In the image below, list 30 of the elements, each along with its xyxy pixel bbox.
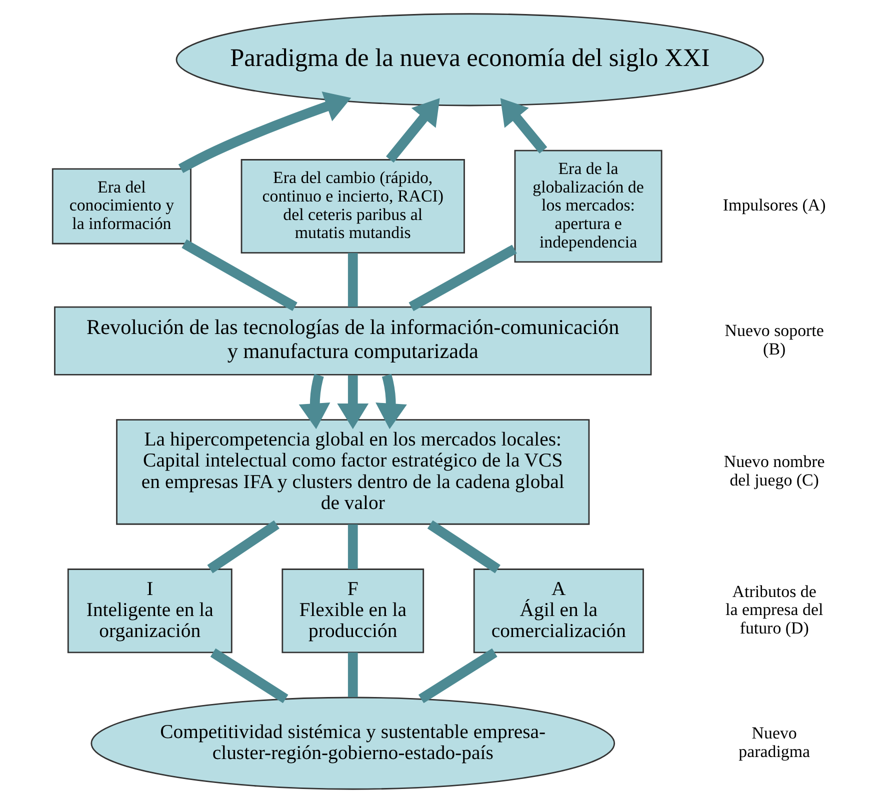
connector bbox=[426, 520, 500, 574]
arrow bbox=[336, 375, 368, 430]
connector bbox=[181, 239, 297, 312]
connector bbox=[347, 652, 358, 698]
label: Nuevo nombre del juego (C) bbox=[723, 452, 824, 490]
label: Nuevo soporte (B) bbox=[724, 321, 824, 358]
node-box: A Ágil en la comercialización bbox=[472, 568, 644, 654]
node-box: Era de la globalización de los mercados: apertura e independencia bbox=[514, 150, 662, 263]
arrow bbox=[178, 92, 351, 174]
connector bbox=[347, 253, 358, 307]
node-box: La hipercompetencia global en los mercados locales: Capital intelectual como factor estratégico de la VCS en empresas IFA y clusters dentro de la cadena global de valor bbox=[116, 419, 590, 525]
connector bbox=[206, 520, 279, 574]
node-ellipse: Paradigma de la nueva economía del siglo XXI bbox=[175, 13, 764, 106]
arrow bbox=[500, 98, 547, 154]
connector bbox=[408, 244, 516, 312]
connector bbox=[210, 648, 288, 704]
arrow bbox=[298, 374, 330, 430]
node-box: Era del cambio (rápido, continuo e incierto, RACI) del ceteris paribus al mutatis mutandis bbox=[240, 159, 464, 254]
connector bbox=[418, 648, 497, 704]
label: Nuevo paradigma bbox=[738, 724, 810, 761]
node-ellipse: Competitividad sistémica y sustentable empresa-cluster-región-gobierno-estado-país bbox=[90, 696, 615, 790]
arrow bbox=[375, 374, 406, 430]
connector bbox=[347, 524, 358, 570]
node-box: Revolución de las tecnologías de la información-comunicación y manufactura computarizada bbox=[54, 306, 652, 376]
label: Atributos de la empresa del futuro (D) bbox=[725, 582, 823, 638]
node-box: Era del conocimiento y la información bbox=[51, 168, 191, 244]
arrow bbox=[386, 98, 440, 163]
node-box: I Inteligente en la organización bbox=[66, 568, 232, 654]
node-box: F Flexible en la producción bbox=[281, 568, 424, 654]
label: Impulsores (A) bbox=[722, 196, 826, 215]
